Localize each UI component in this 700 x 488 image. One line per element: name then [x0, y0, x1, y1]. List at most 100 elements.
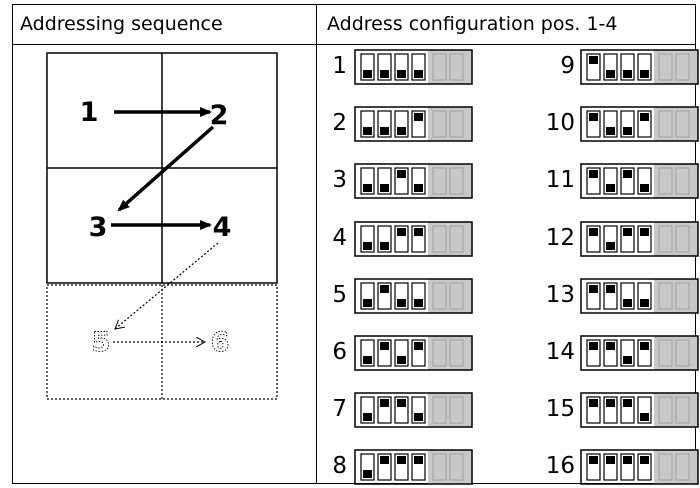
dip-switch [580, 106, 699, 142]
switch-knob-off [623, 127, 632, 136]
switch-knob-off [414, 70, 423, 78]
switch-knob-off [606, 184, 615, 193]
addressing-sequence-panel: 1 2 3 4 5 6 [13, 45, 316, 484]
dip-switch-housing [354, 278, 473, 314]
address-configuration-header: Address configuration pos. 1-4 [327, 13, 618, 35]
sequence-label-1: 1 [80, 97, 99, 128]
address-number: 9 [560, 53, 575, 79]
dip-switch [354, 278, 473, 314]
dip-switch [580, 220, 699, 257]
unused-switch-slot-5 [658, 453, 673, 481]
dip-switch [580, 278, 699, 314]
dip-switch [580, 49, 699, 85]
dip-switch [354, 449, 473, 486]
switch-knob-on [380, 456, 389, 465]
switch-knob-off [623, 70, 632, 78]
address-number: 10 [545, 110, 575, 137]
dip-switch-housing [580, 392, 699, 428]
dip-switch-housing [580, 335, 699, 371]
unused-switch-slot-5 [658, 396, 673, 424]
unused-switch-slot-5 [658, 110, 673, 138]
unused-switch-slot-5 [432, 53, 447, 81]
dip-switch-housing [354, 392, 473, 428]
unused-switch-slot-6 [675, 339, 690, 367]
address-number: 11 [545, 167, 575, 194]
address-number: 2 [332, 110, 347, 137]
address-number: 5 [332, 281, 347, 308]
address-number: 16 [545, 453, 575, 480]
switch-knob-on [589, 342, 598, 350]
dip-switch-housing [580, 220, 699, 257]
dip-switch [354, 163, 473, 200]
column-divider [316, 5, 317, 483]
address-number: 1 [332, 53, 347, 79]
switch-knob-off [363, 413, 372, 422]
unused-switch-slot-6 [675, 53, 690, 81]
switch-knob-off [606, 241, 615, 250]
switch-knob-off [380, 184, 389, 193]
unused-switch-slot-6 [449, 339, 464, 367]
unused-switch-slot-5 [432, 396, 447, 424]
dip-switch-housing [580, 49, 699, 85]
switch-knob-off [380, 127, 389, 136]
dip-switch [580, 163, 699, 200]
unused-switch-slot-5 [658, 282, 673, 310]
unused-switch-slot-5 [432, 167, 447, 195]
dip-switch-housing [580, 106, 699, 142]
dip-switch-housing [354, 163, 473, 200]
switch-knob-off [380, 241, 389, 250]
switch-knob-on [397, 456, 406, 465]
address-number: 12 [545, 224, 575, 251]
switch-knob-on [606, 399, 615, 408]
dip-switch [354, 220, 473, 257]
diagram-frame: Addressing sequence Address configuratio… [12, 4, 699, 486]
dip-switch-housing [354, 106, 473, 142]
unused-switch-slot-6 [675, 225, 690, 253]
switch-knob-on [640, 456, 649, 465]
switch-knob-on [397, 170, 406, 179]
switch-knob-on [589, 113, 598, 122]
switch-knob-on [380, 284, 389, 293]
switch-knob-off [397, 70, 406, 78]
address-number: 14 [545, 339, 575, 365]
switch-knob-off [623, 298, 632, 307]
switch-knob-on [414, 113, 423, 122]
dip-switch [354, 335, 473, 371]
switch-knob-on [589, 227, 598, 236]
arrow-4-to-5 [115, 242, 219, 329]
switch-knob-off [640, 413, 649, 422]
switch-knob-off [363, 127, 372, 136]
unused-switch-slot-5 [432, 282, 447, 310]
unused-switch-slot-5 [432, 110, 447, 138]
switch-knob-on [623, 399, 632, 408]
arrow-2-to-3 [117, 125, 215, 212]
switch-knob-on [414, 227, 423, 236]
switch-knob-on [589, 456, 598, 465]
sequence-label-5: 5 [92, 327, 111, 358]
switch-knob-off [414, 184, 423, 193]
switch-knob-on [623, 227, 632, 236]
switch-knob-on [623, 170, 632, 179]
dip-switch [354, 49, 473, 85]
unused-switch-slot-6 [449, 167, 464, 195]
unused-switch-slot-6 [449, 282, 464, 310]
dip-switch-housing [354, 220, 473, 257]
unused-switch-slot-5 [432, 339, 447, 367]
unused-switch-slot-6 [675, 396, 690, 424]
switch-knob-on [380, 399, 389, 408]
unused-switch-slot-6 [449, 110, 464, 138]
unused-switch-slot-6 [675, 453, 690, 481]
switch-knob-off [606, 127, 615, 136]
address-number: 4 [332, 224, 347, 251]
header-divider [13, 44, 695, 45]
switch-knob-off [397, 298, 406, 307]
switch-knob-on [589, 56, 598, 64]
switch-knob-on [640, 227, 649, 236]
address-number: 13 [545, 281, 575, 308]
switch-knob-off [640, 298, 649, 307]
unused-switch-slot-6 [449, 225, 464, 253]
address-number: 8 [332, 453, 347, 480]
dip-switch-housing [580, 278, 699, 314]
switch-knob-off [363, 298, 372, 307]
unused-switch-slot-6 [449, 453, 464, 481]
